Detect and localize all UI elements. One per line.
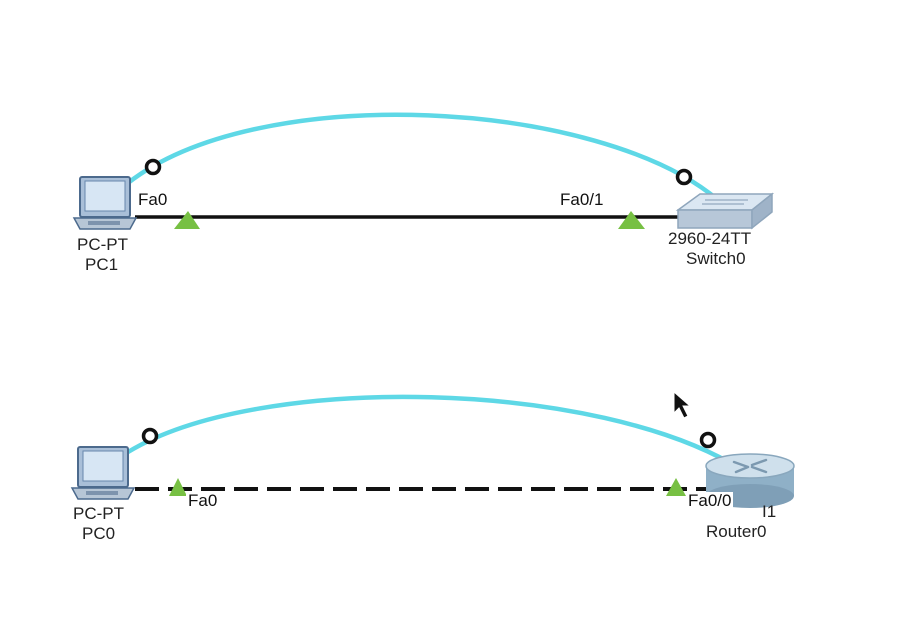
device-name-router0: Router0 (706, 522, 767, 541)
pc-icon[interactable] (72, 176, 138, 230)
link-status-up-icon (666, 478, 686, 496)
console-cable-top[interactable] (125, 112, 721, 203)
device-name-switch0: Switch0 (686, 249, 746, 268)
device-name-pc1: PC1 (85, 255, 119, 274)
router-icon[interactable] (705, 453, 795, 508)
device-model-switch0: 2960-24TT (668, 229, 752, 248)
console-cable-bottom[interactable] (125, 394, 745, 473)
port-label-switch0-fa0-1: Fa0/1 (558, 190, 606, 209)
pc-icon[interactable] (70, 446, 136, 500)
port-label-pc0-fa0: Fa0 (186, 491, 220, 510)
device-model-pc0: PC-PT (73, 504, 124, 523)
link-status-up-icon (174, 211, 200, 229)
link-status-up-icon (618, 211, 645, 229)
console-connector-router0 (699, 431, 717, 449)
console-connector-pc0 (141, 427, 159, 445)
switch-icon[interactable] (675, 192, 775, 230)
port-label-pc1-fa0: Fa0 (136, 190, 170, 209)
device-model-pc1: PC-PT (77, 235, 128, 254)
console-connector-pc1 (144, 158, 162, 176)
console-connector-switch0 (675, 168, 693, 186)
mouse-cursor-icon (673, 390, 692, 419)
device-model-router0: I1 (762, 502, 777, 521)
link-status-up-icon (169, 478, 187, 496)
device-name-pc0: PC0 (82, 524, 116, 543)
port-label-router0-fa0-0: Fa0/0 (686, 491, 734, 510)
